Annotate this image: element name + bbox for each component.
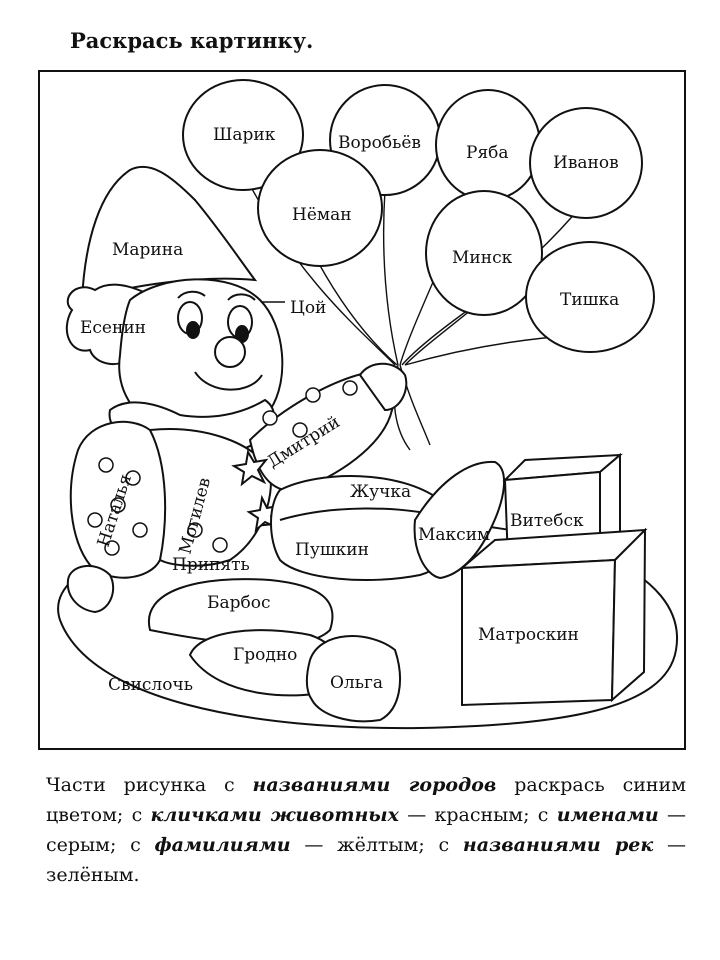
page-title: Раскрась картинку. [70,28,314,53]
picture-frame [38,70,686,750]
foot-maksim [413,460,506,580]
label-zhuchka: Жучка [350,482,411,502]
label-barbos: Барбос [207,593,271,613]
balloon-ivanov [529,107,643,219]
label-tishka: Тишка [560,290,619,310]
sack [270,475,453,581]
clown-hand [358,362,408,412]
label-marina: Марина [112,240,183,260]
label-ryaba: Ряба [466,143,509,163]
label-neman: Нёман [292,205,352,225]
label-vitebsk: Витебск [510,511,584,531]
names-term: именами [556,804,659,826]
label-sharik: Шарик [213,125,276,145]
balloon-minsk [425,190,543,316]
balloon-neman [257,149,383,267]
label-minsk: Минск [452,248,513,268]
label-ivanov: Иванов [553,153,619,173]
label-maksim: Максим [418,525,490,545]
label-svisloch: Свислочь [108,675,193,695]
balloon-sharik [182,79,304,191]
star-top [231,449,269,487]
shoe-left [66,565,115,614]
box-big-side [610,527,647,703]
label-vorobyov: Воробьёв [338,133,421,153]
label-esenin: Есенин [80,318,146,338]
rivers-term: названиями рек [462,834,654,856]
body-mogilev [148,428,272,567]
label-tsoy: Цой [290,298,326,318]
cities-term: названиями городов [252,774,497,796]
label-olga: Ольга [330,673,383,693]
clown-nose [214,336,246,368]
instructions: Части рисунка с названиями городов раскр… [46,774,687,886]
shoe-olga [305,635,401,723]
label-pushkin: Пушкин [295,540,369,560]
label-pripyat: Припять [172,555,250,575]
label-matroskin: Матроскин [478,625,579,645]
animals-term: кличками животных [150,804,399,826]
label-grodno: Гродно [233,645,297,665]
balloon-tishka [525,241,655,353]
surnames-term: фамилиями [154,834,291,856]
